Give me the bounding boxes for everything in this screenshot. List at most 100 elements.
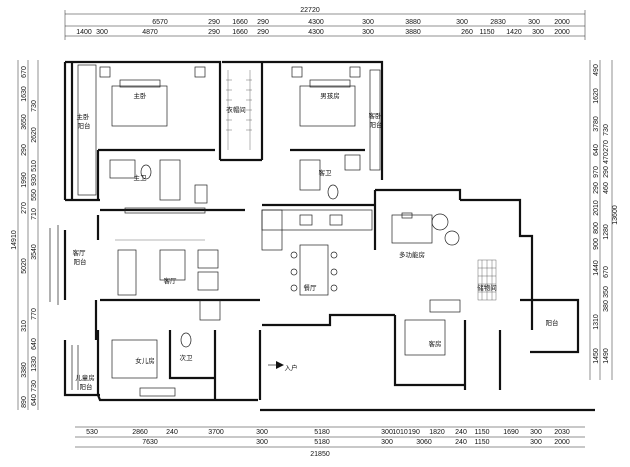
top-r1-8: 2830 [490,19,506,26]
right-in-2: 3780 [593,116,600,132]
right-in-12: 1490 [603,348,610,364]
label-multi-room: 多功能房 [399,250,425,259]
label-storage: 储物间 [477,283,497,292]
label-child-balcony-l2: 阳台 [80,382,93,391]
label-guest-bath: 客卫 [319,168,333,177]
details [49,64,497,397]
left-in-0: 670 [21,66,28,78]
right-in-11: 1450 [593,348,600,364]
right-in-8: 900 [593,238,600,250]
top-r1-5: 300 [362,19,374,26]
label-guest-balcony: 客卧 阳台 [368,111,383,129]
top-r2-5: 290 [257,29,269,36]
bot-r2-3: 300 [381,439,393,446]
right-in-5: 290 [593,182,600,194]
label-child-balcony: 儿童房 阳台 [75,373,97,391]
left-in-6: 270 [21,202,28,214]
label-second-bath: 次卫 [180,353,194,362]
top-r2-8: 3880 [405,29,421,36]
right-in-6: 2010 [593,200,600,216]
label-girls-room: 女儿房 [135,356,155,365]
top-r2-0: 1400 [76,29,92,36]
right-dimension-chain: 13600 490 1620 3780 640 970 290 2010 800… [589,60,619,380]
label-entrance: 入户 [285,363,298,372]
top-r1-1: 290 [208,19,220,26]
bot-r1-5: 5180 [314,429,330,436]
top-r2-13: 2000 [554,29,570,36]
left-dimension-chain: 14910 670 1630 3650 290 2620 1990 270 55… [11,60,39,410]
bot-r2-7: 300 [530,439,542,446]
top-r2-7: 300 [362,29,374,36]
label-living-balcony-l1: 客厅 [72,248,86,257]
bot-r2-5: 240 [455,439,467,446]
top-r2-4: 1660 [232,29,248,36]
right-c2-0: 730 [603,124,610,136]
label-living-balcony: 客厅 阳台 [72,248,87,266]
left-in-5: 1990 [21,172,28,188]
top-r1-4: 4300 [308,19,324,26]
right-in-3: 640 [593,144,600,156]
label-closet: 衣帽间 [226,105,246,114]
right-c2-1: 270 [603,140,610,152]
left-in-8: 5020 [21,258,28,274]
label-living-balcony-l2: 阳台 [74,257,87,266]
bot-r1-13: 300 [530,429,542,436]
right-in-7: 800 [593,222,600,234]
label-boys-room: 男孩房 [320,91,340,100]
left-c2-9: 640 [31,394,38,406]
top-total-dim: 22720 [300,7,320,14]
left-c2-3: 710 [31,208,38,220]
bot-r1-9: 1820 [429,429,445,436]
top-r1-10: 2000 [554,19,570,26]
walls [63,60,595,412]
left-in-10: 3380 [21,362,28,378]
left-total-dim: 14910 [11,230,18,250]
left-in-2: 3650 [21,114,28,130]
left-in-3: 290 [21,144,28,156]
bot-r2-2: 5180 [314,439,330,446]
right-in-9: 1440 [593,260,600,276]
bot-r2-0: 7630 [142,439,158,446]
bot-r1-11: 1150 [474,429,489,436]
top-r2-11: 1420 [506,29,522,36]
left-c2-5: 770 [31,308,38,320]
left-c2-4: 3540 [31,244,38,260]
right-in-10: 1310 [593,314,600,330]
top-r1-3: 290 [257,19,269,26]
bot-r1-8: 190 [408,429,420,436]
top-r2-3: 290 [208,29,220,36]
entrance-arrow [268,361,284,369]
top-r2-10: 1150 [479,29,494,36]
top-r1-9: 300 [528,19,540,26]
bot-r1-4: 300 [256,429,268,436]
top-r2-2: 4870 [142,29,158,36]
bot-r1-0: 530 [86,429,98,436]
right-total-dim: 13600 [612,205,619,225]
label-child-balcony-l1: 儿童房 [75,373,95,382]
bot-r1-14: 2030 [554,429,570,436]
right-c2-7: 670 [603,266,610,278]
label-dining: 餐厅 [304,283,318,292]
top-r1-7: 300 [456,19,468,26]
storage-rack [477,259,497,301]
label-guest-balcony-l2: 阳台 [370,120,383,129]
label-master-bedroom: 主卧 [134,91,148,100]
bot-r2-8: 2000 [554,439,570,446]
label-master-bath: 主卫 [134,173,148,182]
left-c2-2: 510 [31,160,38,172]
right-c2-5: 1280 [603,224,610,240]
label-guest-room: 客房 [429,339,442,348]
left-c2-7: 1330 [31,356,38,372]
right-c2-4: 460 [603,182,610,194]
bot-r1-6: 300 [381,429,393,436]
left-in-7: 550 [31,189,38,201]
left-c2-6: 640 [31,338,38,350]
right-c2-2: 470 [603,152,610,164]
bot-r1-1: 2860 [132,429,148,436]
top-r2-6: 4300 [308,29,324,36]
bot-r2-4: 3060 [416,439,432,446]
bot-r1-10: 240 [455,429,467,436]
label-master-balcony-l2: 阳台 [78,121,91,130]
top-r1-2: 1660 [232,19,248,26]
